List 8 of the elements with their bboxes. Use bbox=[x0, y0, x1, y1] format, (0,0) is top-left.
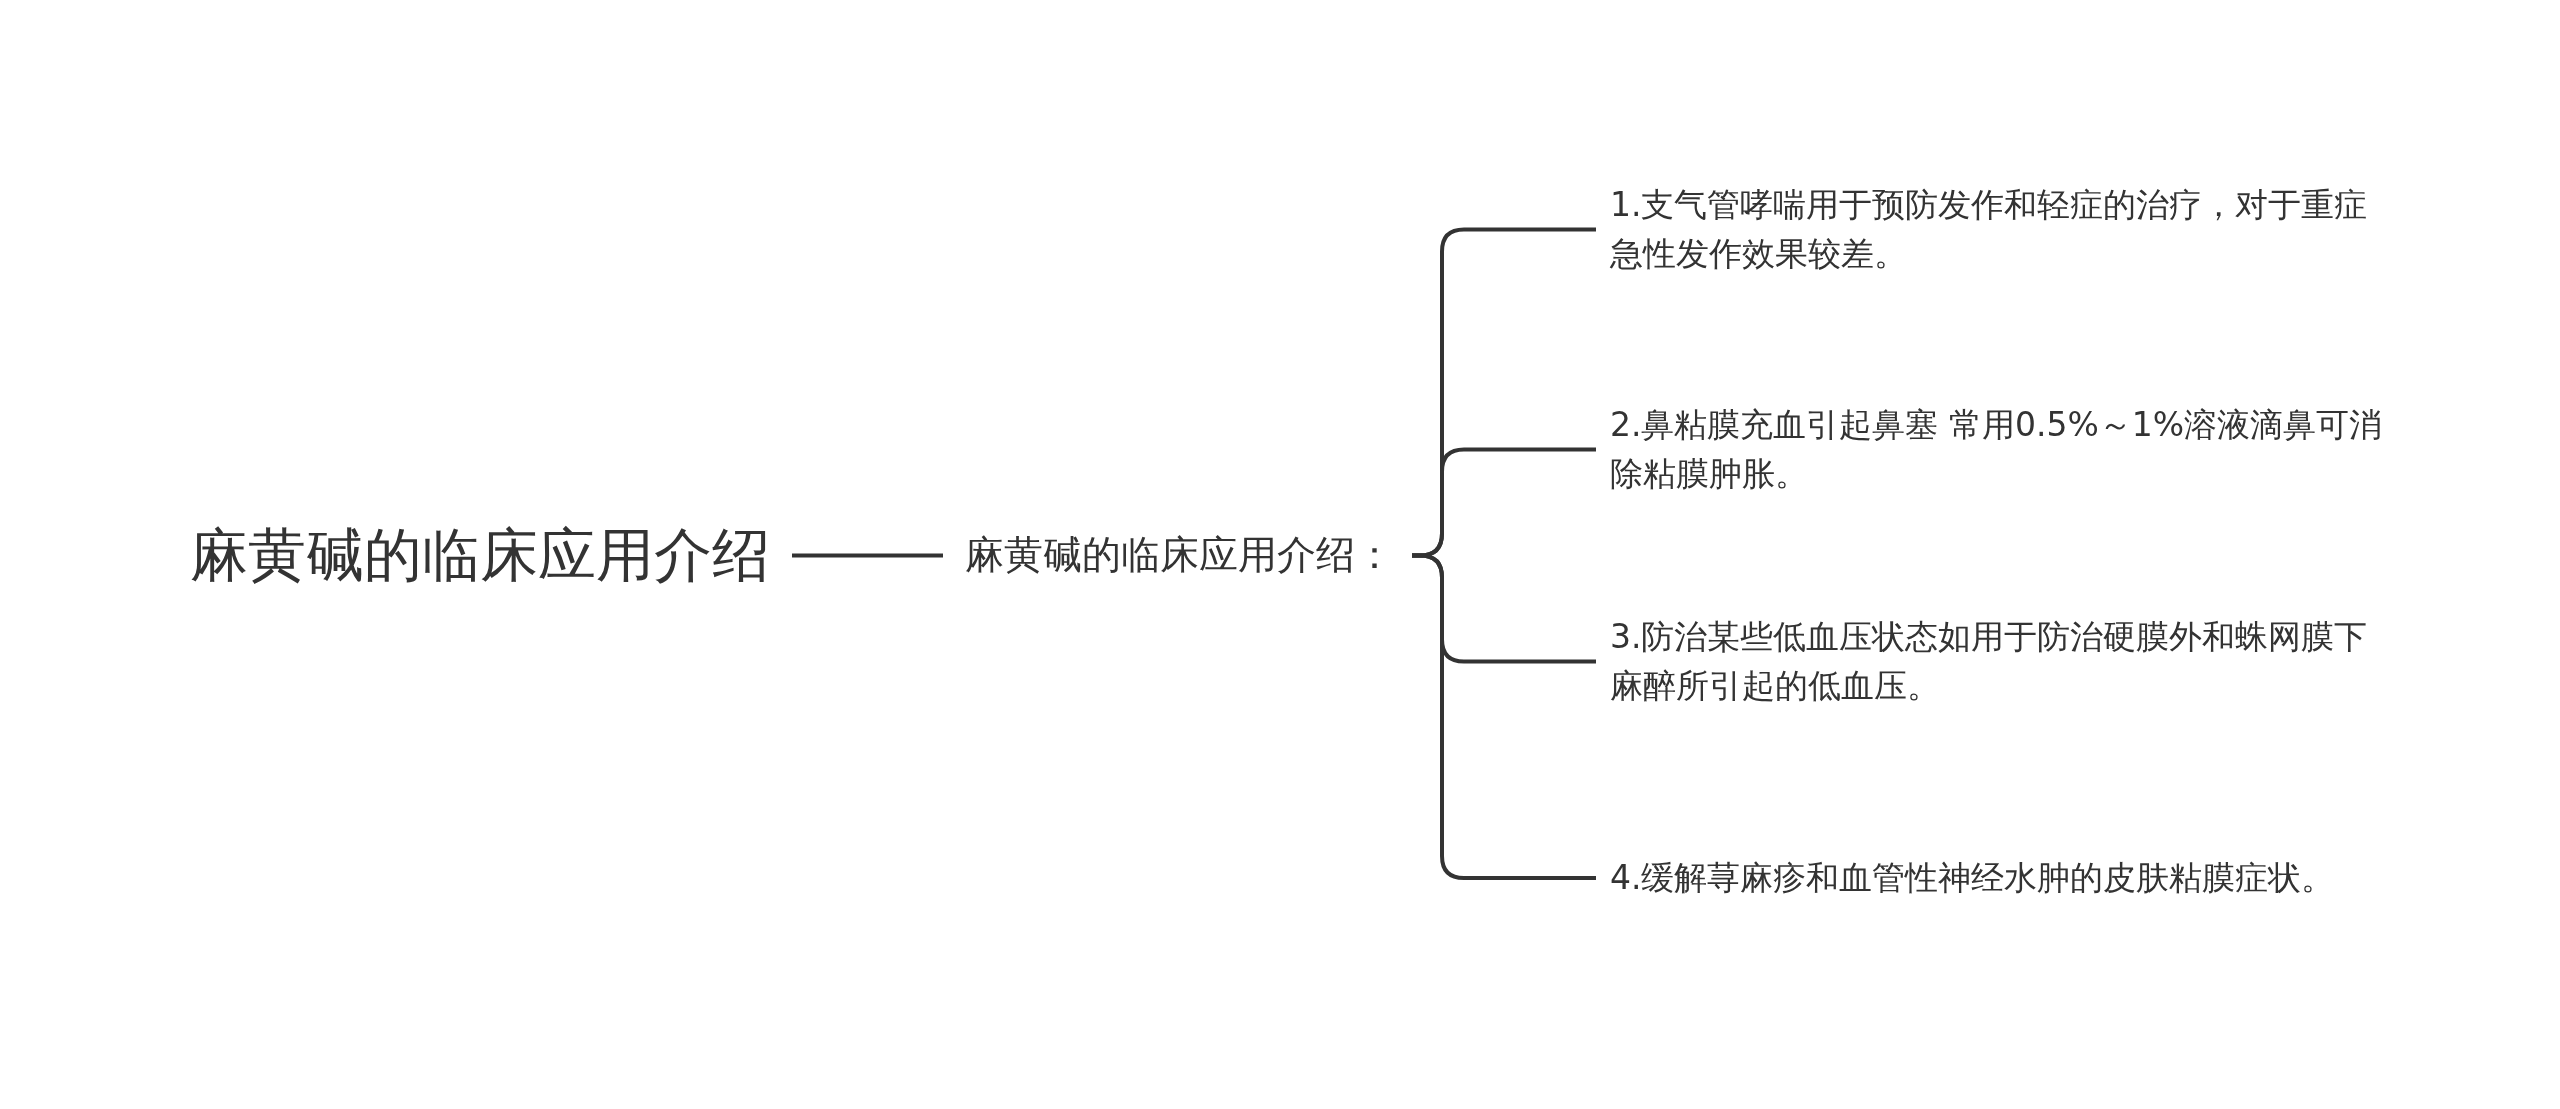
branch-text: 4.缓解荨麻疹和血管性神经水肿的皮肤粘膜症状。 bbox=[1610, 857, 2336, 899]
branch-text: 2.鼻粘膜充血引起鼻塞 常用0.5%～1%溶液滴鼻可消除粘膜肿胀。 bbox=[1610, 403, 2384, 495]
connector-line bbox=[1412, 553, 1596, 880]
subtopic-text: 麻黄碱的临床应用介绍： bbox=[965, 530, 1394, 579]
branch-text: 1.支气管哮喘用于预防发作和轻症的治疗，对于重症急性发作效果较差。 bbox=[1610, 183, 2369, 275]
branch-text: 3.防治某些低血压状态如用于防治硬膜外和蛛网膜下麻醉所引起的低血压。 bbox=[1610, 615, 2369, 707]
connector-line bbox=[792, 553, 943, 558]
topic-text: 麻黄碱的临床应用介绍 bbox=[190, 519, 770, 591]
